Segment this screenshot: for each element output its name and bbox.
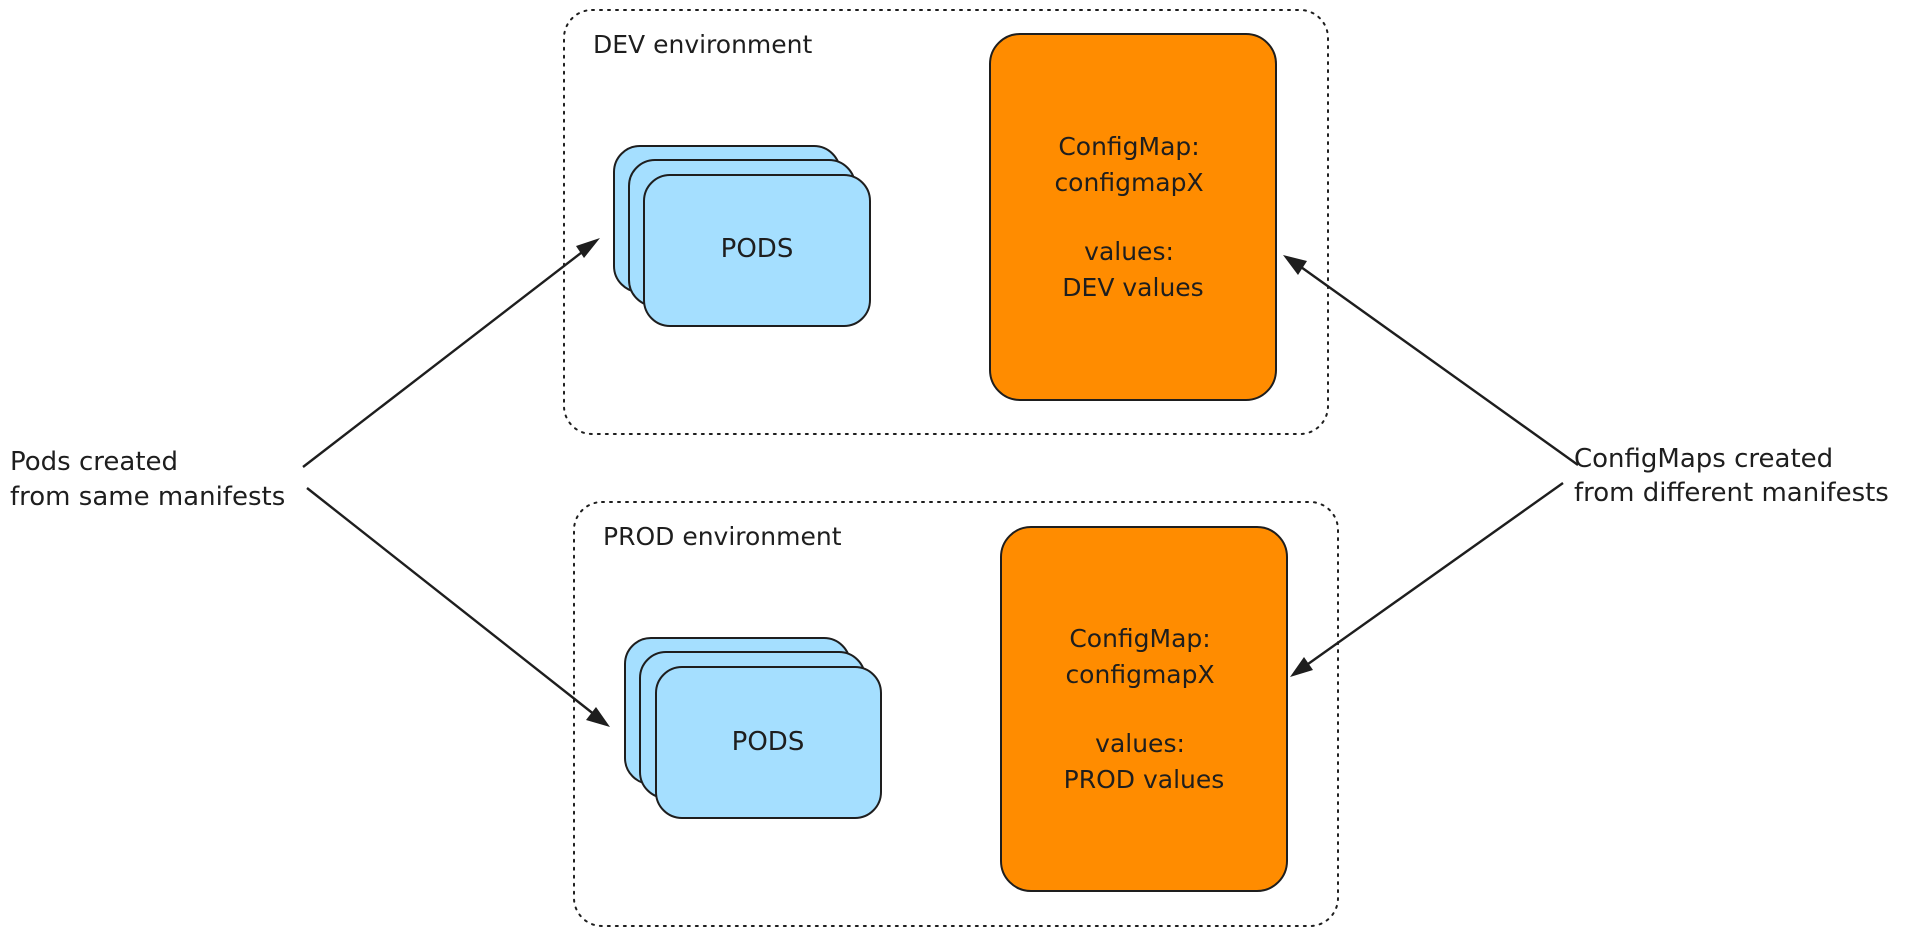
arrow-to-prod-configmap — [1290, 482, 1564, 677]
arrow-to-dev-pods — [302, 238, 600, 468]
dev-configmap-name: configmapX — [1054, 168, 1203, 197]
arrow-to-dev-pods-line — [302, 245, 591, 468]
pods-annotation-line-1: Pods created — [10, 447, 178, 477]
arrow-to-dev-configmap-head — [1283, 255, 1307, 275]
arrow-to-dev-pods-head — [576, 238, 600, 258]
arrow-to-prod-pods-head — [586, 707, 610, 727]
prod-configmap-text: ConfigMap: configmapX values: PROD value… — [1064, 624, 1225, 794]
prod-pod-card-front — [655, 666, 882, 819]
prod-configmap-title: ConfigMap: — [1069, 624, 1210, 653]
arrow-to-dev-configmap — [1283, 255, 1579, 466]
dev-pods-stack: PODS — [613, 145, 871, 327]
dev-pods-label: PODS — [721, 234, 794, 264]
dev-configmap-values: DEV values — [1062, 273, 1203, 302]
prod-environment: PROD environment PODS ConfigMap: configm… — [573, 501, 1339, 927]
prod-pods-label: PODS — [732, 727, 805, 757]
dev-configmap-values-label: values: — [1084, 237, 1174, 266]
prod-pods-stack: PODS — [624, 637, 882, 819]
prod-configmap-name: configmapX — [1065, 660, 1214, 689]
prod-configmap: ConfigMap: configmapX values: PROD value… — [1000, 526, 1288, 892]
prod-configmap-values: PROD values — [1064, 765, 1225, 794]
dev-environment-frame — [563, 9, 1329, 435]
pods-annotation: Pods created from same manifests — [10, 447, 285, 512]
arrow-to-prod-pods — [306, 487, 610, 727]
arrow-to-prod-configmap-head — [1290, 657, 1313, 677]
configmaps-annotation: ConfigMaps created from different manife… — [1574, 444, 1889, 508]
dev-environment-label: DEV environment — [593, 30, 813, 59]
arrow-to-prod-configmap-line — [1300, 482, 1564, 670]
dev-configmap: ConfigMap: configmapX values: DEV values — [989, 33, 1277, 401]
dev-configmap-text: ConfigMap: configmapX values: DEV values — [1054, 132, 1211, 302]
dev-configmap-box — [989, 33, 1277, 401]
prod-configmap-box — [1000, 526, 1288, 892]
pods-annotation-line-2: from same manifests — [10, 482, 285, 512]
prod-environment-label: PROD environment — [603, 522, 842, 551]
arrow-to-dev-configmap-line — [1293, 261, 1579, 466]
configmaps-annotation-line-2: from different manifests — [1574, 478, 1889, 508]
prod-configmap-values-label: values: — [1095, 729, 1185, 758]
configmaps-annotation-line-1: ConfigMaps created — [1574, 444, 1833, 474]
dev-environment: DEV environment PODS ConfigMap: configma… — [563, 9, 1329, 435]
arrow-to-prod-pods-line — [306, 487, 601, 720]
prod-environment-frame — [573, 501, 1339, 927]
dev-configmap-title: ConfigMap: — [1058, 132, 1199, 161]
dev-pod-card-front — [643, 174, 871, 327]
